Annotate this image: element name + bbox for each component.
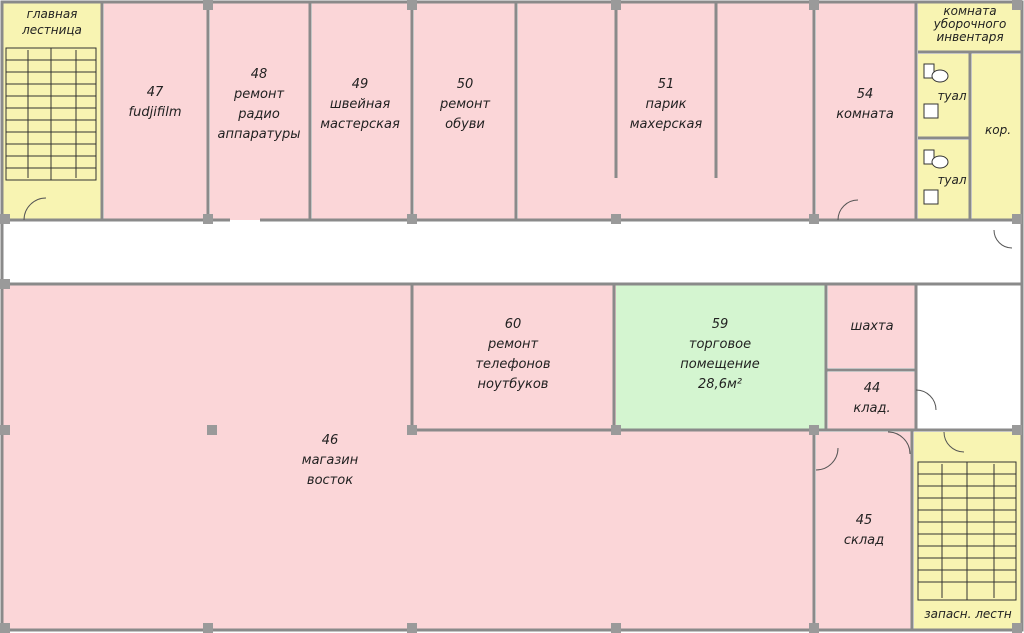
room-label-line: 51 [658, 77, 675, 92]
room-label-line: комната [943, 4, 996, 18]
cleaning-equipment-room[interactable] [918, 2, 1022, 52]
room-label-r47: 47 fudjifilm [129, 85, 182, 120]
room-label-line: махерская [630, 117, 703, 132]
room-label-line: 59 [712, 317, 729, 332]
room-label-r51: 51 парик махерская [630, 77, 703, 132]
room-label-r49: 49 швейная мастерская [320, 77, 400, 132]
room-label-line: туал [937, 89, 966, 103]
room-label-line: мастерская [320, 117, 400, 132]
room-label-line: магазин [302, 453, 359, 468]
room-label-toilet-2: туал [937, 173, 966, 187]
room-label-line: телефонов [475, 357, 550, 372]
room-label-r50: 50 ремонт обуви [439, 77, 491, 132]
room-label-line: 28,6м² [698, 377, 742, 392]
room-label-line: 46 [322, 433, 339, 448]
toilet-icon [923, 63, 949, 205]
room-44[interactable] [828, 372, 916, 430]
room-label-line: ремонт [233, 87, 285, 102]
room-label-r54: 54 комната [836, 87, 894, 122]
room-label-corridor-small: кор. [985, 123, 1011, 137]
room-label-line: ремонт [487, 337, 539, 352]
room-label-stair-main: главная лестница [21, 7, 82, 37]
main-staircase-steps [5, 47, 97, 181]
main-staircase[interactable] [2, 2, 102, 220]
room-label-line: кор. [985, 123, 1011, 137]
room-label-line: главная [27, 7, 78, 21]
spare-staircase-steps [917, 461, 1017, 601]
room-label-line: ноутбуков [478, 377, 549, 392]
shaft[interactable] [828, 284, 916, 368]
room-label-line: аппаратуры [218, 127, 301, 142]
room-label-line: радио [237, 107, 280, 122]
room-label-line: ремонт [439, 97, 491, 112]
room-label-line: парик [645, 97, 686, 112]
room-54[interactable] [816, 2, 916, 220]
room-50[interactable] [414, 2, 516, 220]
room-label-line: 48 [251, 67, 268, 82]
room-label-line: 60 [505, 317, 522, 332]
room-49[interactable] [312, 2, 412, 220]
room-45[interactable] [816, 432, 912, 630]
room-label-line: лестница [21, 23, 82, 37]
room-label-line: fudjifilm [129, 105, 182, 120]
room-label-line: туал [937, 173, 966, 187]
room-label-line: 47 [147, 85, 164, 100]
room-label-line: запасн. лестн [924, 607, 1012, 621]
room-label-r44: 44 клад. [853, 381, 890, 416]
room-51[interactable] [518, 2, 814, 220]
corridor [0, 222, 1024, 284]
room-47[interactable] [104, 2, 208, 220]
room-label-r45: 45 склад [844, 513, 884, 548]
room-label-line: 49 [352, 77, 369, 92]
spare-staircase[interactable] [914, 432, 1022, 630]
room-label-toilet-1: туал [937, 89, 966, 103]
room-60[interactable] [414, 284, 614, 430]
room-label-line: обуви [445, 117, 485, 132]
room-label-line: инвентаря [936, 30, 1003, 44]
room-label-line: 45 [856, 513, 873, 528]
room-label-stair-spare: запасн. лестн [924, 607, 1012, 621]
small-corridor[interactable] [972, 54, 1022, 220]
room-label-line: торговое [689, 337, 751, 352]
room-label-line: шахта [850, 319, 893, 334]
room-label-line: клад. [853, 401, 890, 416]
room-59[interactable] [616, 284, 826, 430]
room-label-line: помещение [680, 357, 759, 372]
room-label-shaft: шахта [850, 319, 893, 334]
room-label-r46: 46 магазин восток [302, 433, 359, 488]
room-label-line: 44 [864, 381, 881, 396]
room-label-r60: 60 ремонт телефонов ноутбуков [475, 317, 550, 392]
room-label-r59: 59 торговое помещение 28,6м² [680, 317, 759, 392]
room-label-line: 50 [457, 77, 474, 92]
room-label-r48: 48 ремонт радио аппаратуры [218, 67, 301, 142]
room-label-line: восток [307, 473, 353, 488]
door-swings [23, 197, 1013, 471]
room-label-line: уборочного [933, 17, 1007, 31]
room-label-line: швейная [330, 97, 390, 112]
room-labels: главная лестница 47 fudjifilm 48 ремонт радио а… [21, 4, 1012, 621]
room-48[interactable] [210, 2, 310, 220]
room-label-line: комната [836, 107, 894, 122]
room-label-line: 54 [857, 87, 874, 102]
room-label-line: склад [844, 533, 884, 548]
